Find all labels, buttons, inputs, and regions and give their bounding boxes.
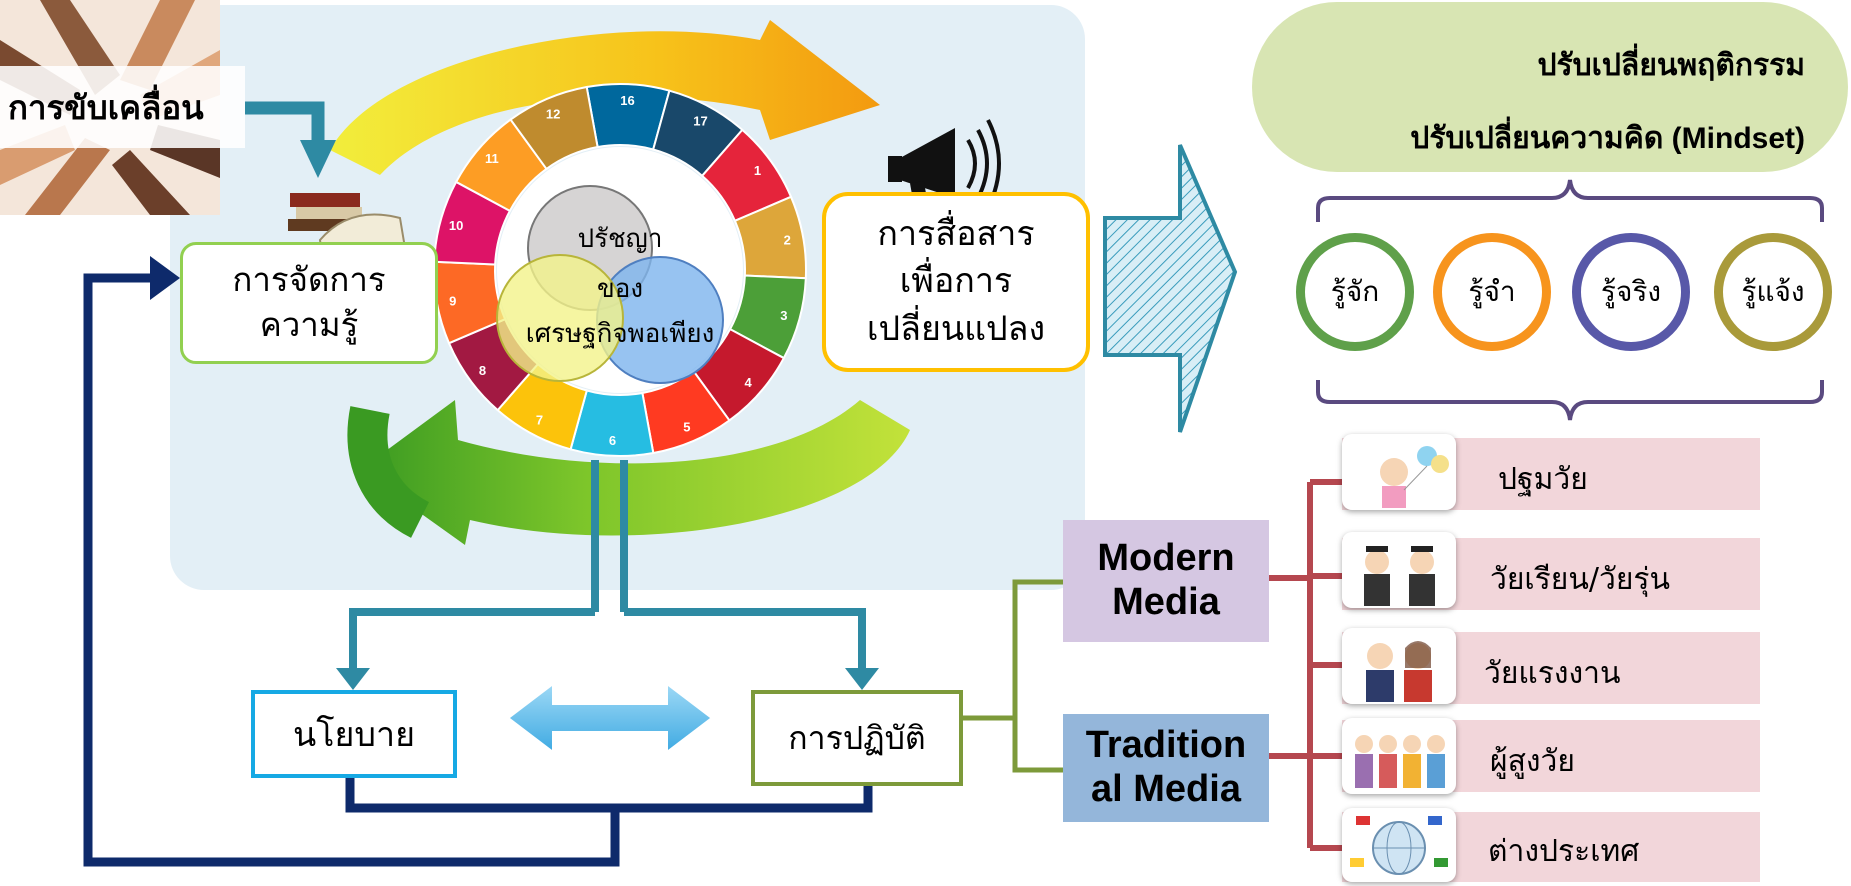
age-label-working: วัยแรงงาน	[1484, 656, 1621, 691]
step-label: รู้แจ้ง	[1741, 275, 1805, 308]
split-arrows	[336, 460, 879, 690]
age-label-elderly: ผู้สูงวัย	[1490, 744, 1575, 779]
hatched-right-arrow	[1103, 144, 1238, 433]
students-graduates-image	[1342, 532, 1456, 608]
sdg-number: 8	[479, 363, 486, 378]
traditional-media-line2: al Media	[1091, 768, 1241, 810]
knowledge-management-box: การจัดการ ความรู้	[180, 242, 438, 364]
media-agegroup-connector	[1269, 479, 1342, 851]
sdg-number: 3	[780, 308, 787, 323]
feedback-loop-arrow	[83, 256, 873, 867]
sdg-number: 9	[449, 293, 456, 308]
sdg-number: 7	[536, 413, 543, 428]
traditional-media-line1: Tradition	[1085, 724, 1247, 767]
sdg-number: 17	[693, 113, 707, 128]
philosophy-line3: เศรษฐกิจพอเพียง	[525, 319, 715, 349]
modern-media-line2: Media	[1112, 581, 1220, 623]
yellow-cycle-arrow	[330, 20, 880, 175]
communication-line1: การสื่อสาร	[877, 213, 1035, 254]
drive-arrow	[245, 101, 336, 178]
double-arrow-icon	[500, 673, 720, 763]
child-balloons-image	[1342, 434, 1456, 510]
step-label: รู้จำ	[1468, 275, 1516, 308]
step-ring-remember: รู้จำ	[1433, 233, 1551, 351]
age-label-foreign: ต่างประเทศ	[1488, 834, 1640, 869]
step-label: รู้จริง	[1600, 275, 1662, 308]
mindset-line2: ปรับเปลี่ยนความคิด (Mindset)	[1410, 122, 1805, 155]
communication-line2: เพื่อการ	[899, 261, 1013, 302]
sdg-number: 16	[620, 93, 634, 108]
modern-media-line1: Modern	[1097, 537, 1235, 580]
modern-media-box: Modern Media	[1063, 520, 1269, 642]
knowledge-management-line2: ความรู้	[259, 305, 359, 344]
rings-braces	[1316, 179, 1824, 421]
age-label-early-childhood: ปฐมวัย	[1498, 462, 1588, 497]
sdg-number: 1	[754, 163, 761, 178]
globe-flags-image	[1342, 808, 1456, 882]
communication-line3: เปลี่ยนแปลง	[866, 308, 1046, 349]
sdg-number: 10	[449, 218, 463, 233]
sdg-segment	[509, 85, 599, 171]
sdg-number: 12	[546, 107, 560, 122]
age-label-student: วัยเรียน/วัยรุ่น	[1490, 562, 1671, 597]
step-label: รู้จัก	[1330, 275, 1380, 308]
drive-label: การขับเคลื่อน	[0, 66, 245, 148]
sdg-number: 2	[784, 233, 791, 248]
step-ring-know: รู้จัก	[1296, 233, 1414, 351]
philosophy-line1: ปรัชญา	[577, 224, 663, 254]
sdg-number: 5	[683, 419, 690, 434]
sdg-number: 4	[744, 375, 752, 390]
practice-media-connector	[963, 579, 1063, 773]
sdg-number: 6	[609, 433, 616, 448]
mindset-line1: ปรับเปลี่ยนพฤติกรรม	[1537, 49, 1805, 82]
elderly-group-image	[1342, 718, 1456, 794]
sdg-number: 11	[485, 151, 499, 166]
green-cycle-arrow	[347, 400, 910, 545]
philosophy-venn	[496, 185, 724, 384]
philosophy-line2: ของ	[596, 274, 644, 304]
step-ring-understand: รู้จริง	[1572, 233, 1690, 351]
policy-box: นโยบาย	[251, 690, 457, 778]
communication-box: การสื่อสาร เพื่อการ เปลี่ยนแปลง	[822, 192, 1090, 372]
knowledge-management-line1: การจัดการ	[232, 260, 386, 300]
mindset-bubble	[1252, 2, 1848, 172]
traditional-media-box: Tradition al Media	[1063, 714, 1269, 822]
practice-box: การปฏิบัติ	[751, 690, 963, 786]
step-ring-enlighten: รู้แจ้ง	[1714, 233, 1832, 351]
working-adults-image	[1342, 628, 1456, 704]
